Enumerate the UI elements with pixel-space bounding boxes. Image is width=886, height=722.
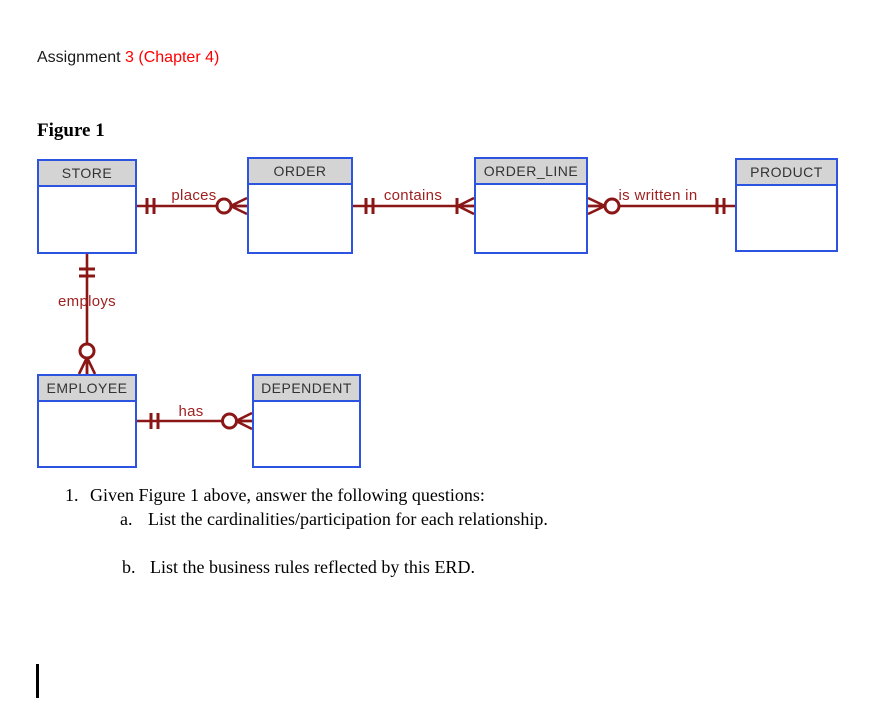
cardinality-one-or-many-icon [455, 196, 475, 216]
entity-employee-title: EMPLOYEE [46, 380, 128, 396]
entity-employee-header: EMPLOYEE [39, 376, 135, 402]
entity-order-line-title: ORDER_LINE [483, 163, 579, 179]
relationship-label-contains: contains [383, 187, 443, 204]
figure-caption: Figure 1 [37, 120, 105, 141]
entity-employee: EMPLOYEE [37, 374, 137, 468]
relationship-label-employs: employs [58, 293, 116, 310]
question-1-number: 1. [65, 485, 79, 505]
cardinality-zero-or-many-icon [587, 196, 621, 216]
cardinality-one-and-only-one-icon [79, 267, 95, 278]
question-1a-letter: a. [120, 509, 133, 529]
entity-order-title: ORDER [273, 163, 327, 179]
entity-product: PRODUCT [735, 158, 838, 252]
relationship-label-places: places [171, 187, 217, 204]
entity-product-header: PRODUCT [737, 160, 836, 186]
entity-order-line-header: ORDER_LINE [476, 159, 586, 185]
relationship-employs-connector [77, 254, 97, 375]
question-1b-letter: b. [122, 557, 136, 577]
entity-store: STORE [37, 159, 137, 254]
entity-order-line: ORDER_LINE [474, 157, 588, 254]
entity-order: ORDER [247, 157, 353, 254]
entity-order-header: ORDER [249, 159, 351, 185]
question-1b-text: List the business rules reflected by thi… [150, 557, 475, 577]
relationship-label-has: has [178, 403, 204, 420]
entity-dependent-header: DEPENDENT [254, 376, 359, 402]
cardinality-zero-or-many-icon [221, 411, 253, 431]
cardinality-zero-or-many-icon [77, 342, 97, 375]
question-1a-text: List the cardinalities/participation for… [148, 509, 548, 529]
text-cursor [36, 664, 39, 698]
cardinality-one-and-only-one-icon [715, 198, 726, 214]
document-title-highlight: 3 (Chapter 4) [125, 49, 220, 66]
document-title-text: Assignment [37, 49, 126, 66]
cardinality-one-and-only-one-icon [364, 198, 375, 214]
entity-dependent: DEPENDENT [252, 374, 361, 468]
question-1-text: Given Figure 1 above, answer the followi… [90, 485, 485, 505]
question-1a: a. List the cardinalities/participation … [120, 509, 548, 530]
cardinality-one-and-only-one-icon [145, 198, 156, 214]
question-1b: b. List the business rules reflected by … [122, 557, 475, 578]
entity-dependent-title: DEPENDENT [261, 380, 352, 396]
entity-store-header: STORE [39, 161, 135, 187]
entity-product-title: PRODUCT [750, 164, 823, 180]
question-1: 1. Given Figure 1 above, answer the foll… [65, 485, 485, 506]
cardinality-one-and-only-one-icon [149, 413, 160, 429]
cardinality-zero-or-many-icon [215, 196, 248, 216]
relationship-label-is-written-in: is written in [618, 187, 698, 204]
entity-store-title: STORE [61, 165, 113, 181]
document-title: Assignment 3 (Chapter 4) [37, 49, 219, 67]
